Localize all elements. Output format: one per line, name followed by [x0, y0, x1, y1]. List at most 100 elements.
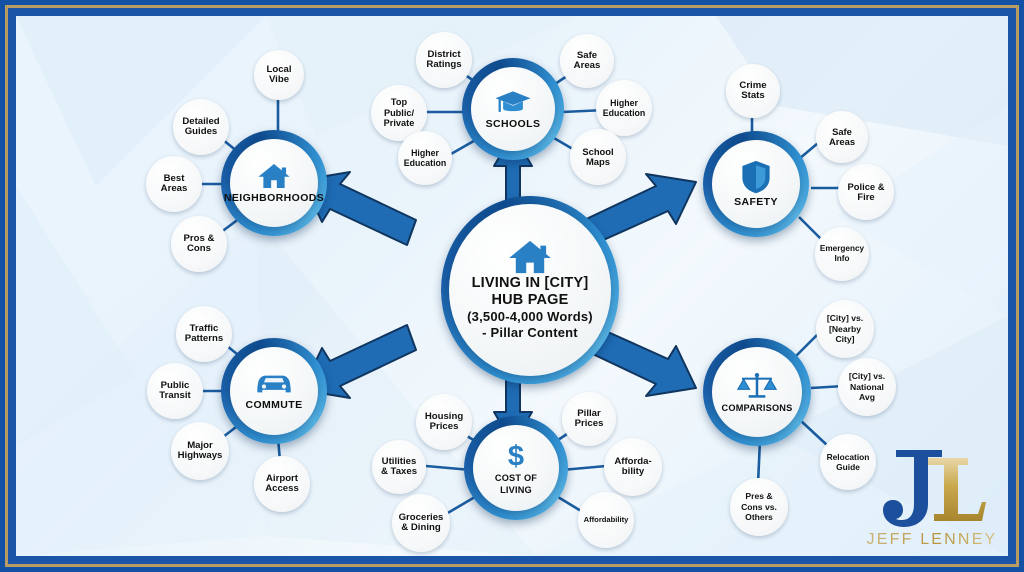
satellite-line: [City] vs.: [848, 371, 886, 382]
satellite-node[interactable]: Police &Fire: [838, 164, 894, 220]
logo-wordmark: JEFF LENNEY: [867, 531, 998, 548]
graduation-cap-icon: [495, 91, 531, 112]
satellite-node[interactable]: Affordability: [578, 492, 634, 548]
satellite-line: Groceries: [398, 511, 444, 523]
satellite-line: Crime: [739, 79, 767, 91]
satellite-line: Local: [266, 63, 292, 75]
satellite-node[interactable]: Groceries& Dining: [392, 494, 450, 552]
hub-line2: HUB PAGE: [491, 292, 569, 308]
satellite-line: Stats: [741, 90, 765, 101]
satellite-line: Transit: [159, 390, 191, 401]
satellite-line: Vibe: [268, 74, 290, 85]
diagram-canvas: LIVING IN [CITY] HUB PAGE (3,500-4,000 W…: [16, 16, 1008, 556]
satellite-line: Ratings: [426, 59, 462, 70]
satellite-line: Private: [383, 118, 415, 129]
satellite-line: Education: [602, 108, 646, 118]
house-icon: [509, 240, 551, 274]
satellite-line: Emergency: [819, 243, 865, 253]
satellite-line: Maps: [586, 156, 610, 167]
satellite-line: Pros &: [183, 232, 215, 244]
satellite-line: Police &: [847, 180, 885, 192]
satellite-line: Areas: [160, 183, 188, 194]
satellite-line: Fire: [857, 191, 875, 202]
pillar-label-commute: COMMUTE: [245, 399, 303, 411]
pillar-label-neighborhoods: NEIGHBORHOODS: [223, 192, 325, 204]
satellite-line: Airport: [266, 472, 298, 484]
satellite-line: Public/: [383, 107, 415, 118]
brand-logo: JEFF LENNEY: [866, 432, 998, 550]
satellite-line: Prices: [574, 418, 604, 429]
satellite-line: Education: [403, 158, 447, 168]
pillar-label-safety: SAFETY: [734, 196, 778, 208]
satellite-line: Pres &: [745, 491, 773, 502]
satellite-line: Areas: [573, 60, 601, 71]
pillar-neighborhoods[interactable]: NEIGHBORHOODS: [224, 139, 324, 227]
satellite-line: Housing: [424, 410, 464, 422]
svg-text:$: $: [508, 440, 524, 470]
hub-line1: LIVING IN [CITY]: [471, 275, 589, 291]
satellite-line: Safe: [576, 49, 598, 61]
jl-monogram-icon: JEFF LENNEY: [867, 450, 998, 548]
satellite-line: School: [582, 145, 614, 157]
satellite-line: [Nearby: [828, 323, 861, 334]
satellite-line: & Taxes: [380, 466, 418, 477]
satellite-line: Avg: [859, 392, 875, 403]
satellite-line: Higher: [411, 147, 439, 158]
dollar-icon: $: [508, 440, 524, 470]
satellite-line: bility: [621, 466, 645, 477]
satellite-line: Traffic: [189, 322, 219, 334]
satellite-line: Guide: [836, 462, 860, 472]
shield-icon: [742, 160, 770, 194]
satellite-line: Relocation: [826, 451, 870, 462]
satellite-node[interactable]: Utilities& Taxes: [372, 440, 426, 494]
satellite-line: Pillar: [577, 407, 601, 419]
pillar-commute[interactable]: COMMUTE: [230, 347, 318, 435]
satellite-node[interactable]: Pres &Cons vs.Others: [730, 478, 788, 536]
satellite-line: Info: [834, 254, 850, 263]
satellite-line: District: [427, 48, 461, 60]
pillar-safety[interactable]: SAFETY: [712, 140, 800, 228]
pillar-comparisons[interactable]: COMPARISONS: [712, 347, 802, 437]
satellite-line: Detailed: [182, 115, 220, 127]
satellite-line: Guides: [184, 126, 218, 137]
satellite-line: Top: [390, 97, 408, 108]
satellite-node[interactable]: Pros &Cons: [171, 216, 227, 272]
pillar-schools[interactable]: SCHOOLS: [471, 67, 555, 151]
satellite-line: Utilities: [381, 455, 417, 467]
scales-icon: [737, 373, 777, 398]
hub-node[interactable]: LIVING IN [CITY] HUB PAGE (3,500-4,000 W…: [449, 204, 611, 376]
satellite-line: [City] vs.: [826, 313, 864, 324]
satellite-line: Afforda-: [614, 455, 652, 467]
satellite-line: Affordability: [583, 514, 629, 524]
satellite-line: Cons: [187, 243, 211, 254]
satellite-line: Public: [160, 379, 190, 391]
satellite-node[interactable]: Afforda-bility: [604, 438, 662, 496]
satellite-line: Access: [265, 483, 299, 494]
satellite-line: Highways: [177, 450, 223, 461]
pillar-label-comparisons: COMPARISONS: [721, 403, 793, 413]
